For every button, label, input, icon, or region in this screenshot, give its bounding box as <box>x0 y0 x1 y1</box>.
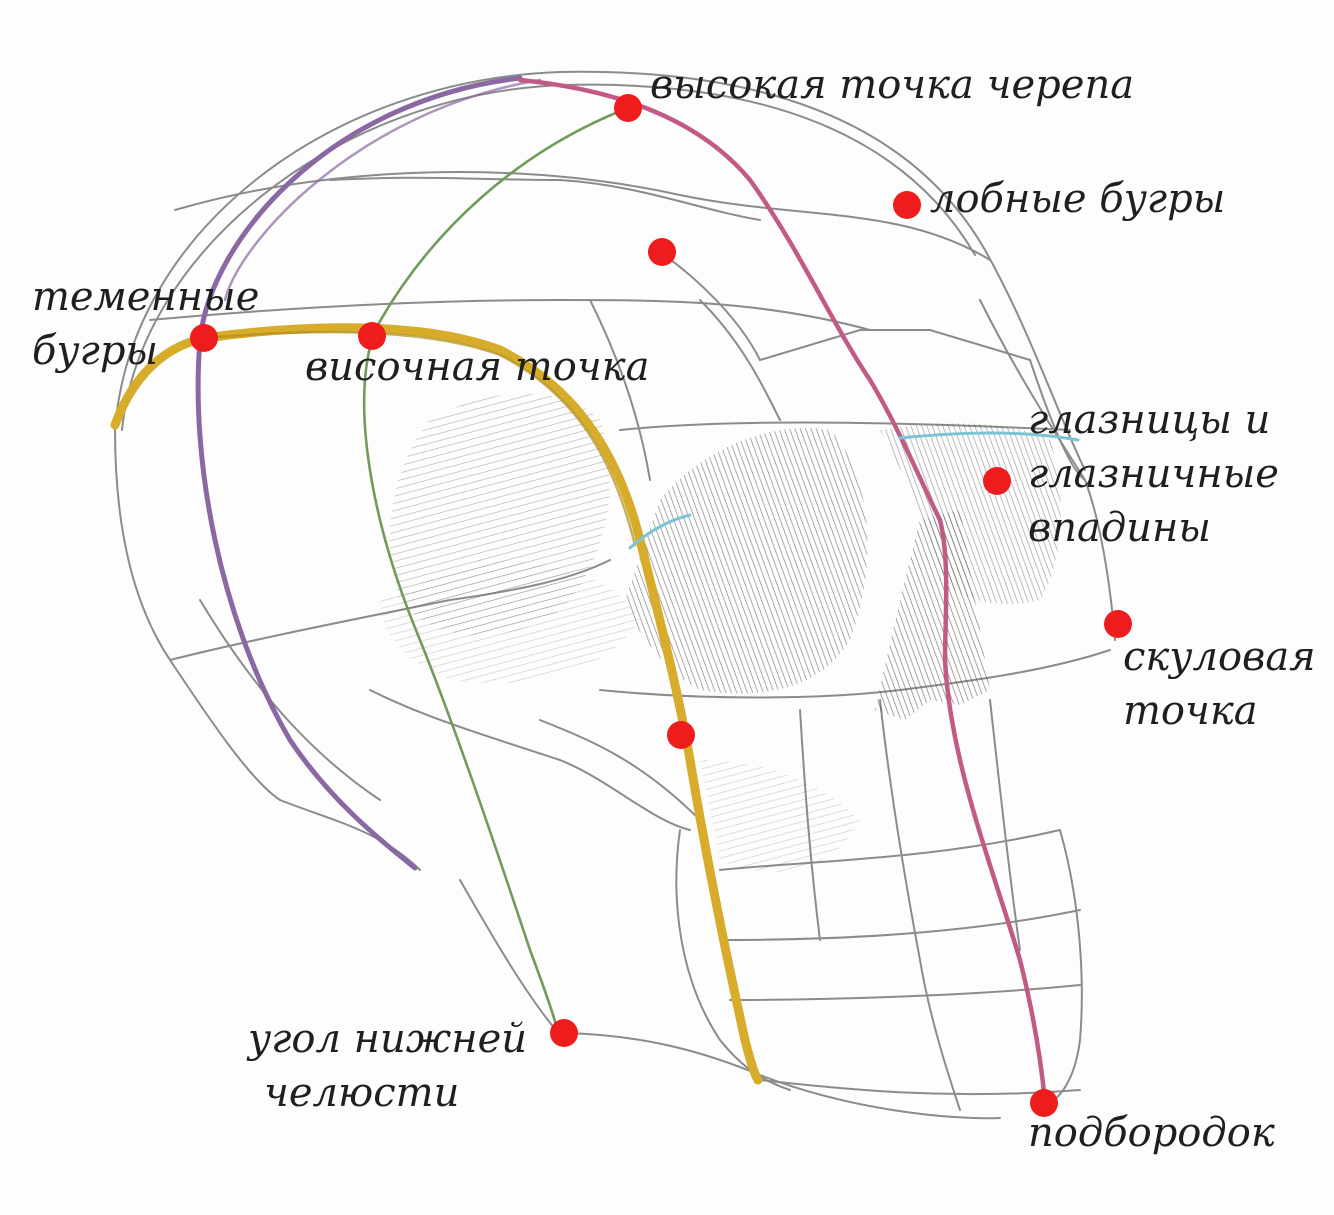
label-zygomatic-point: скуловая точка <box>1123 630 1316 738</box>
label-orbits: глазницы и глазничные впадины <box>1028 393 1279 555</box>
label-parietal-line-2: бугры <box>32 324 259 378</box>
marker-frontal-tuber-2 <box>648 238 676 266</box>
label-mandible-line-1: угол нижней <box>248 1012 527 1066</box>
label-temporal-point: височная точка <box>305 340 649 394</box>
marker-zygomatic-arch <box>667 721 695 749</box>
label-top-point: высокая точка черепа <box>650 58 1134 112</box>
label-orbits-line-1: глазницы и <box>1028 393 1279 447</box>
marker-mandible-angle <box>550 1019 578 1047</box>
label-temporal-point-text: височная точка <box>305 340 649 394</box>
label-zygomatic-line-1: скуловая <box>1123 630 1316 684</box>
label-mandible-line-2: челюсти <box>248 1066 527 1120</box>
marker-orbit <box>983 467 1011 495</box>
label-mandible-angle: угол нижней челюсти <box>248 1012 527 1120</box>
shading <box>380 394 1061 872</box>
label-parietal-tubers: теменные бугры <box>32 270 259 378</box>
marker-frontal-tuber <box>893 191 921 219</box>
marker-top-point <box>614 94 642 122</box>
label-top-point-text: высокая точка черепа <box>650 58 1134 112</box>
label-parietal-line-1: теменные <box>32 270 259 324</box>
label-zygomatic-line-2: точка <box>1123 684 1316 738</box>
label-frontal-tubers-text: лобные бугры <box>930 172 1225 226</box>
label-chin: подбородок <box>1028 1106 1275 1160</box>
label-orbits-line-3: впадины <box>1028 501 1279 555</box>
label-frontal-tubers: лобные бугры <box>930 172 1225 226</box>
label-chin-text: подбородок <box>1028 1106 1275 1160</box>
label-orbits-line-2: глазничные <box>1028 447 1279 501</box>
